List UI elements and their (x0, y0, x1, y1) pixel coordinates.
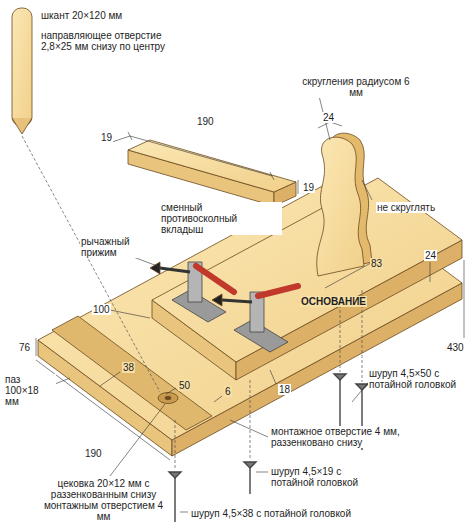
part-label: шуруп 4,5×50 с потайной головкой (368, 368, 470, 390)
part-label: цековка 20×12 мм с раззенкованным снизу … (40, 478, 167, 522)
part-label: ОСНОВАНИЕ (300, 296, 367, 307)
dimension-label: 50 (178, 380, 191, 391)
dimension-label: 6 (224, 386, 232, 397)
dimension-label: 38 (122, 362, 135, 373)
dimension-label: 430 (446, 342, 465, 353)
dimension-label: 24 (424, 250, 437, 261)
part-label: шуруп 4,5×38 с потайной головкой (190, 508, 392, 519)
part-label: рычажный прижим (80, 236, 142, 258)
dimension-label: 190 (196, 116, 215, 127)
dimension-label: 83 (370, 258, 383, 269)
dimension-label: 190 (84, 448, 103, 459)
part-label: шуруп 4,5×19 с потайной головкой (270, 466, 382, 488)
dimension-label: 19 (100, 132, 113, 143)
dimension-label: 100 (92, 304, 111, 315)
part-label: не скруглять (376, 202, 436, 213)
dimension-label: 18 (278, 384, 291, 395)
dimension-label: 76 (18, 342, 31, 353)
part-label: монтажное отверстие 4 мм, раззенковано с… (270, 426, 412, 448)
part-label: паз 100×18 мм (4, 374, 56, 407)
part-label: шкант 20×120 мм (40, 10, 123, 21)
dimension-label: 24 (322, 112, 335, 123)
part-label: скругления радиусом 6 мм (300, 76, 412, 98)
dimension-label: 19 (302, 182, 315, 193)
part-label: направляющее отверстие 2,8×25 мм снизу п… (40, 30, 192, 52)
part-label: сменный противосколный вкладыш (160, 202, 282, 235)
